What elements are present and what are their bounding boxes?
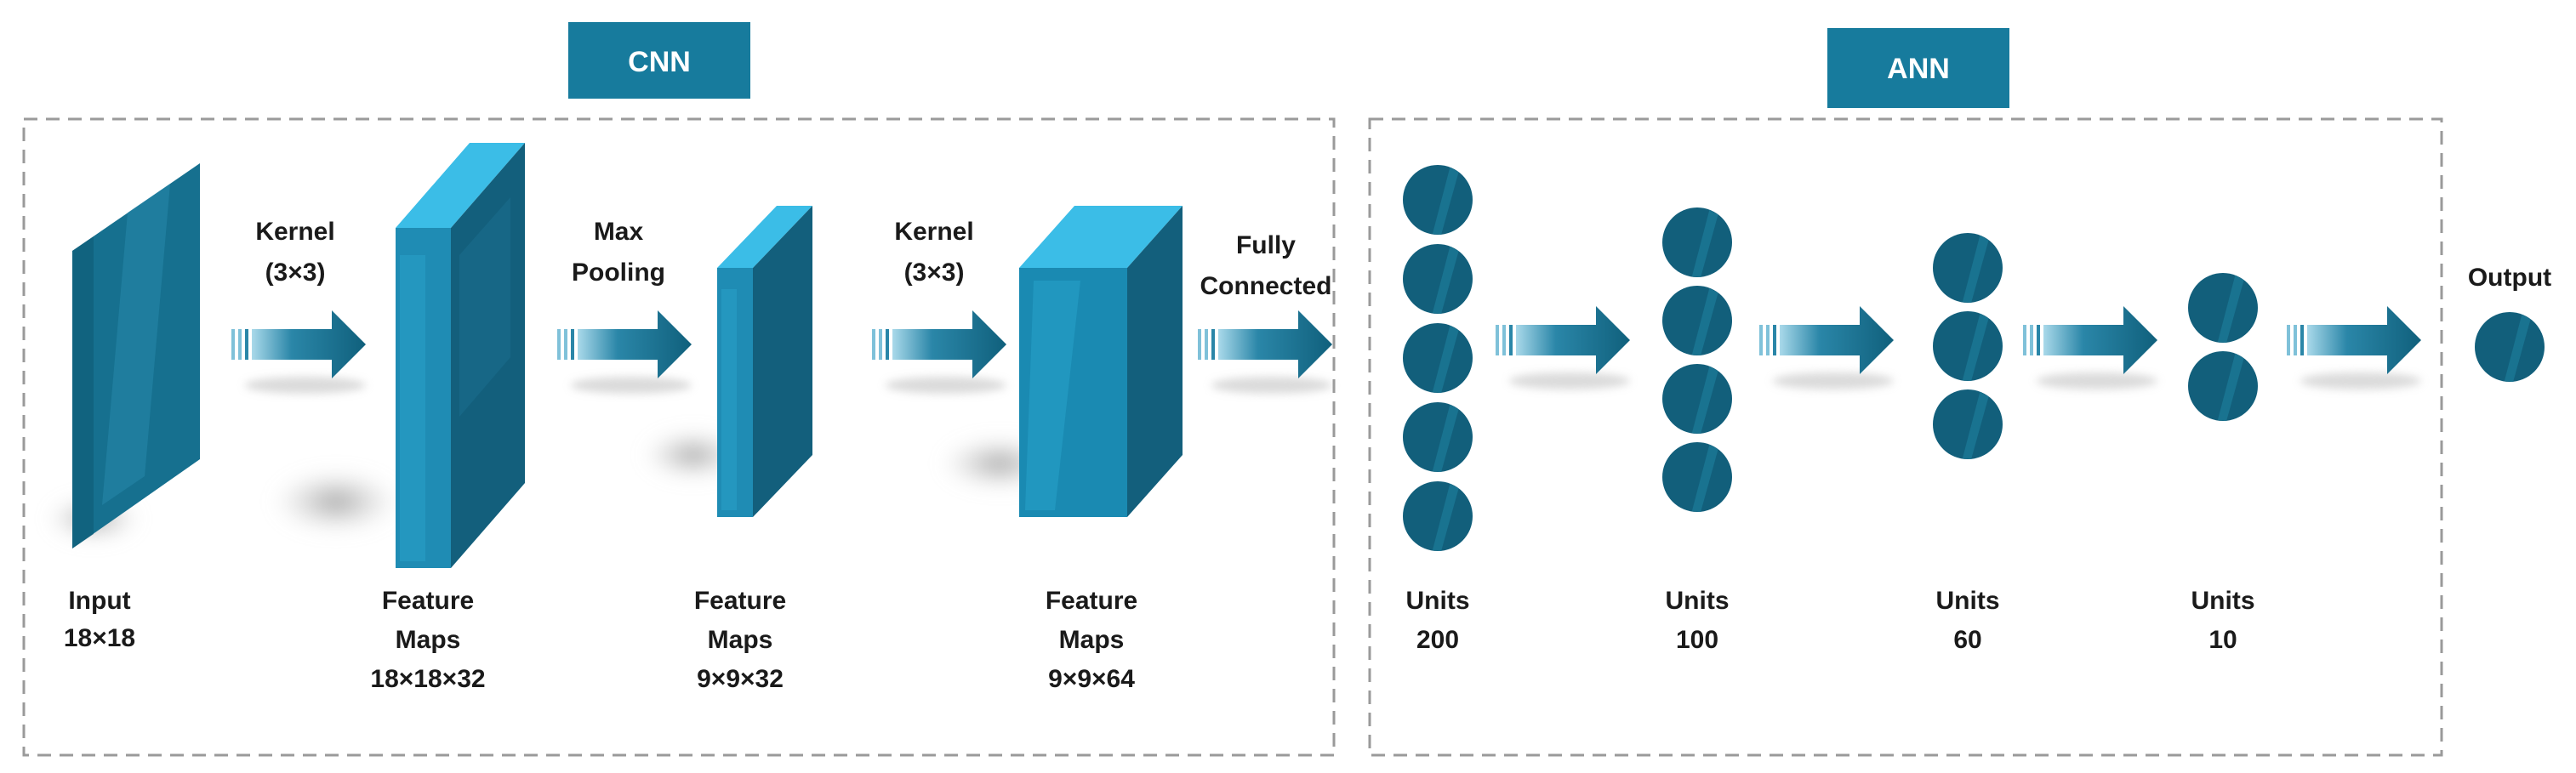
feature-maps-3-label: Feature Maps 9×9×64 — [1046, 587, 1137, 693]
feature-maps-2-block — [642, 206, 812, 517]
fm1-label-line3: 18×18×32 — [370, 665, 485, 693]
ann-layer-2-node — [1662, 364, 1732, 434]
fm1-label-line1: Feature — [382, 587, 474, 615]
arrow3-label-line2: (3×3) — [904, 259, 965, 287]
ann-layer-1-label-line2: 200 — [1416, 626, 1459, 654]
arrow2-label-line2: Pooling — [572, 259, 665, 287]
arrow3-label: Kernel (3×3) — [894, 218, 973, 287]
arrow4-label-line2: Connected — [1200, 272, 1331, 300]
fm2-label-line1: Feature — [694, 587, 786, 615]
arrow2-label: Max Pooling — [572, 218, 665, 287]
arrows — [231, 306, 2421, 394]
feature-maps-3-block — [940, 206, 1183, 517]
ann-layer-1-node — [1403, 481, 1473, 551]
feature-maps-1-label: Feature Maps 18×18×32 — [370, 587, 485, 693]
output-nodes — [2475, 312, 2545, 382]
ann-layer-2-node — [1662, 442, 1732, 512]
ann-layer-1-node — [1403, 323, 1473, 393]
fm3-label-line1: Feature — [1046, 587, 1137, 615]
ann-header-text: ANN — [1887, 53, 1950, 85]
ann-layer-3-label-line2: 60 — [1953, 626, 1981, 654]
ann-section-border — [1368, 117, 2443, 757]
ann-nodes — [1403, 165, 2545, 551]
ann-layer-1-label: Units 200 — [1406, 587, 1470, 654]
arrow1-label: Kernel (3×3) — [255, 218, 334, 287]
ann-layer-2-label: Units 100 — [1666, 587, 1730, 654]
fm3-label-line2: Maps — [1059, 626, 1125, 654]
arrow-ann-1 — [1496, 306, 1630, 389]
ann-layer-1-nodes — [1403, 165, 1473, 551]
ann-layer-1-node — [1403, 402, 1473, 472]
ann-layer-1-label-line1: Units — [1406, 587, 1470, 615]
input-layer — [47, 163, 200, 548]
ann-layer-2-label-line2: 100 — [1676, 626, 1718, 654]
arrow-kernel-2 — [872, 310, 1006, 394]
cnn-section-border — [22, 117, 1336, 757]
arrow-ann-4 — [2287, 306, 2421, 389]
ann-layer-3-label: Units 60 — [1936, 587, 2000, 654]
feature-maps-1-block — [272, 143, 525, 568]
arrow-kernel-1 — [231, 310, 366, 394]
feature-maps-2-label: Feature Maps 9×9×32 — [694, 587, 786, 693]
input-label: Input 18×18 — [64, 587, 135, 652]
arrow-ann-3 — [2023, 306, 2157, 389]
ann-layer-4-label-line1: Units — [2191, 587, 2255, 615]
ann-layer-2-nodes — [1662, 207, 1732, 512]
ann-layer-4-node — [2188, 273, 2258, 343]
arrow1-label-line1: Kernel — [255, 218, 334, 246]
ann-layer-2-label-line1: Units — [1666, 587, 1730, 615]
ann-layer-3-node — [1933, 233, 2003, 303]
input-label-line2: 18×18 — [64, 624, 135, 652]
cnn-header-text: CNN — [628, 46, 691, 78]
ann-layer-3-node — [1933, 389, 2003, 459]
arrow3-label-line1: Kernel — [894, 218, 973, 246]
cnn-header: CNN — [568, 22, 750, 99]
fm3-label-line3: 9×9×64 — [1048, 665, 1135, 693]
arrow-fully-connected — [1198, 310, 1332, 394]
ann-layer-2-node — [1662, 207, 1732, 277]
ann-layer-3-label-line1: Units — [1936, 587, 2000, 615]
output-node — [2475, 312, 2545, 382]
ann-layer-3-node — [1933, 311, 2003, 381]
fm2-label-line3: 9×9×32 — [697, 665, 784, 693]
ann-layer-2-node — [1662, 286, 1732, 355]
fm2-label-line2: Maps — [708, 626, 773, 654]
ann-layer-4-node — [2188, 351, 2258, 421]
ann-layer-1-node — [1403, 165, 1473, 235]
output-label: Output — [2468, 264, 2551, 292]
arrow4-label-line1: Fully — [1236, 231, 1296, 259]
ann-layer-4-label: Units 10 — [2191, 587, 2255, 654]
arrow-ann-2 — [1759, 306, 1894, 389]
ann-layer-3-nodes — [1933, 233, 2003, 459]
arrow2-label-line1: Max — [594, 218, 644, 246]
arrow-max-pooling — [557, 310, 692, 394]
ann-layer-1-node — [1403, 244, 1473, 314]
fm1-label-line2: Maps — [396, 626, 461, 654]
arrow1-label-line2: (3×3) — [265, 259, 326, 287]
ann-header: ANN — [1827, 28, 2009, 108]
ann-layer-4-nodes — [2188, 273, 2258, 421]
ann-layer-4-label-line2: 10 — [2208, 626, 2237, 654]
arrow4-label: Fully Connected — [1200, 231, 1331, 300]
input-label-line1: Input — [68, 587, 130, 615]
